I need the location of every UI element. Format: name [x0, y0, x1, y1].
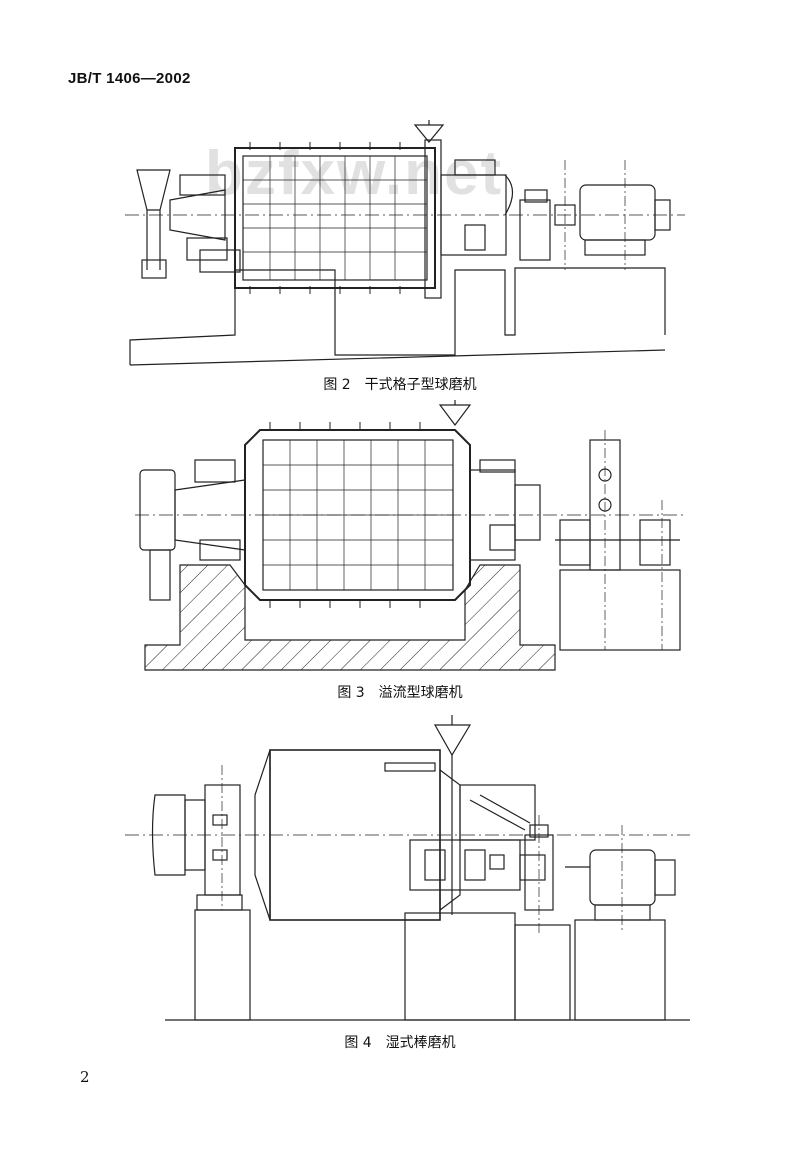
standard-code-header: JB/T 1406—2002 [68, 70, 191, 87]
figure-2-caption: 图 2 干式格子型球磨机 [323, 377, 477, 393]
figure-4-caption: 图 4 湿式棒磨机 [344, 1035, 456, 1051]
page-number: 2 [80, 1068, 90, 1086]
figure-3-caption: 图 3 溢流型球磨机 [337, 685, 463, 701]
figure-2-drawing [125, 120, 685, 370]
watermark: bzfxw.net [205, 139, 504, 208]
figure-3-drawing [135, 400, 685, 680]
figure-4-drawing [125, 715, 690, 1025]
